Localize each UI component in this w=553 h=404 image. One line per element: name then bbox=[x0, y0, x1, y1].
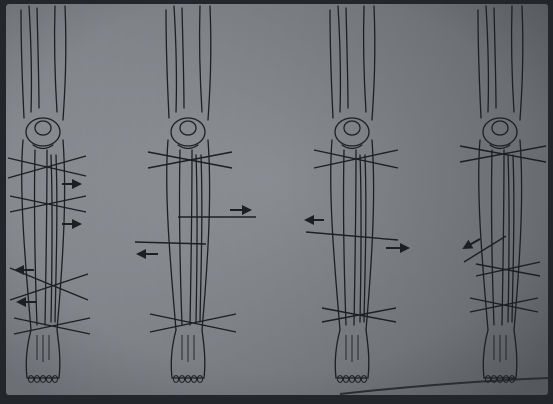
paper-shadow bbox=[6, 4, 548, 395]
